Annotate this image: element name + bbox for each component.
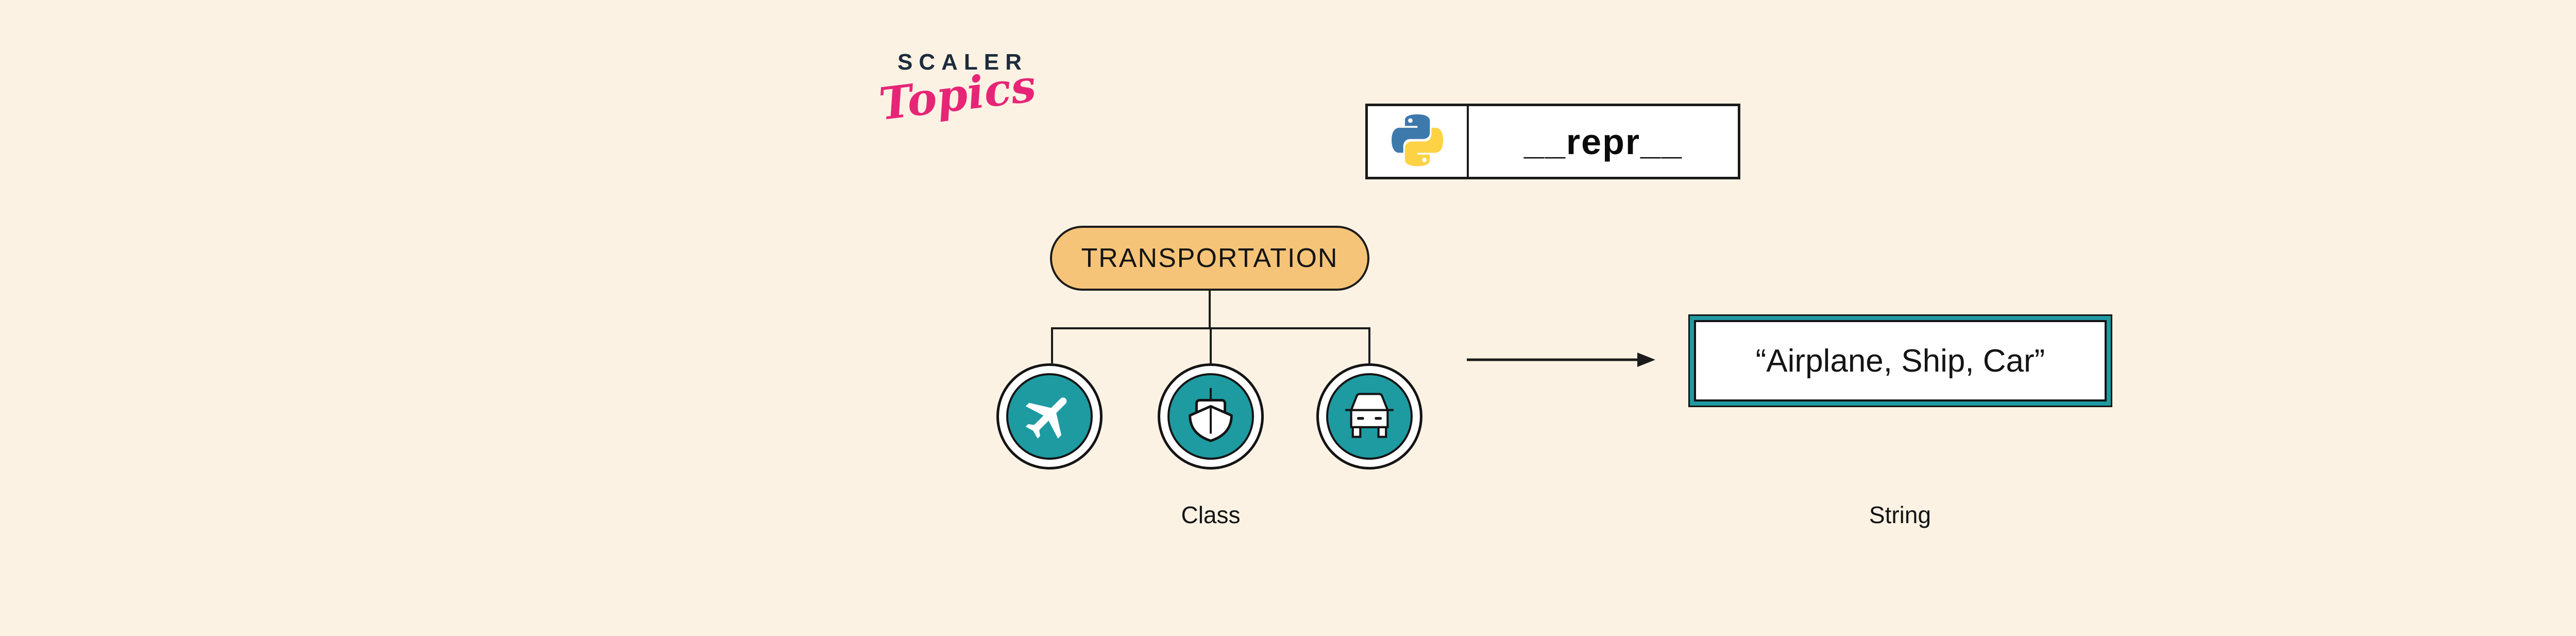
string-box: “Airplane, Ship, Car” [1688,314,2112,407]
class-label: Class [1181,501,1241,528]
string-label: String [1869,501,1931,528]
airplane-icon [1021,388,1078,445]
string-value: “Airplane, Ship, Car” [1694,320,2107,401]
class-node-ship-circle [1167,373,1254,460]
car-icon [1343,391,1396,443]
repr-box-logo-cell [1368,106,1469,177]
tree-connector-drop-middle [1210,327,1212,363]
class-node-car [1316,363,1422,470]
class-node-airplane [996,363,1103,470]
class-node-ship [1158,363,1264,470]
python-logo-icon [1391,114,1444,169]
scaler-logo: SCALER Topics [876,49,1062,147]
transportation-root-node: TRANSPORTATION [1050,226,1369,291]
repr-method-label: __repr__ [1524,121,1683,162]
scaler-brand-text: SCALER [897,49,1028,75]
arrow-right-icon [1466,350,1656,370]
tree-connector-drop-right [1368,327,1370,363]
class-node-car-circle [1326,373,1413,460]
ship-icon [1185,385,1236,448]
tree-connector-drop-left [1051,327,1053,363]
class-node-airplane-circle [1006,373,1093,460]
tree-connector-root [1209,290,1211,328]
repr-box: __repr__ [1365,104,1740,179]
